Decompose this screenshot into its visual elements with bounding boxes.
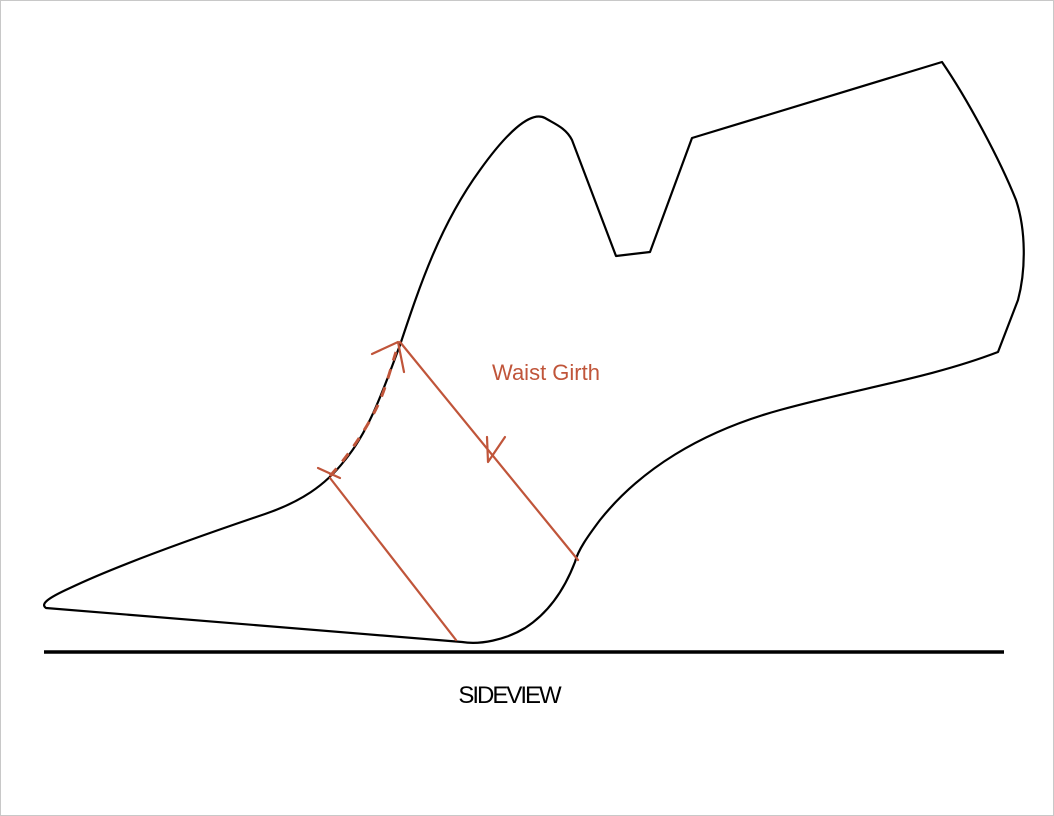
- waist-girth-line: [398, 340, 580, 562]
- waist-start-line: [328, 476, 458, 642]
- side-view-label: SIDEVIEW: [458, 682, 561, 709]
- instep-dashed-path: [328, 351, 398, 478]
- waist-girth-label: Waist Girth: [492, 360, 600, 385]
- arrowhead-down: [485, 435, 507, 464]
- waist-start-tick: [316, 466, 342, 480]
- shoe-outline: [43, 60, 1025, 644]
- arrowhead-up: [370, 340, 406, 374]
